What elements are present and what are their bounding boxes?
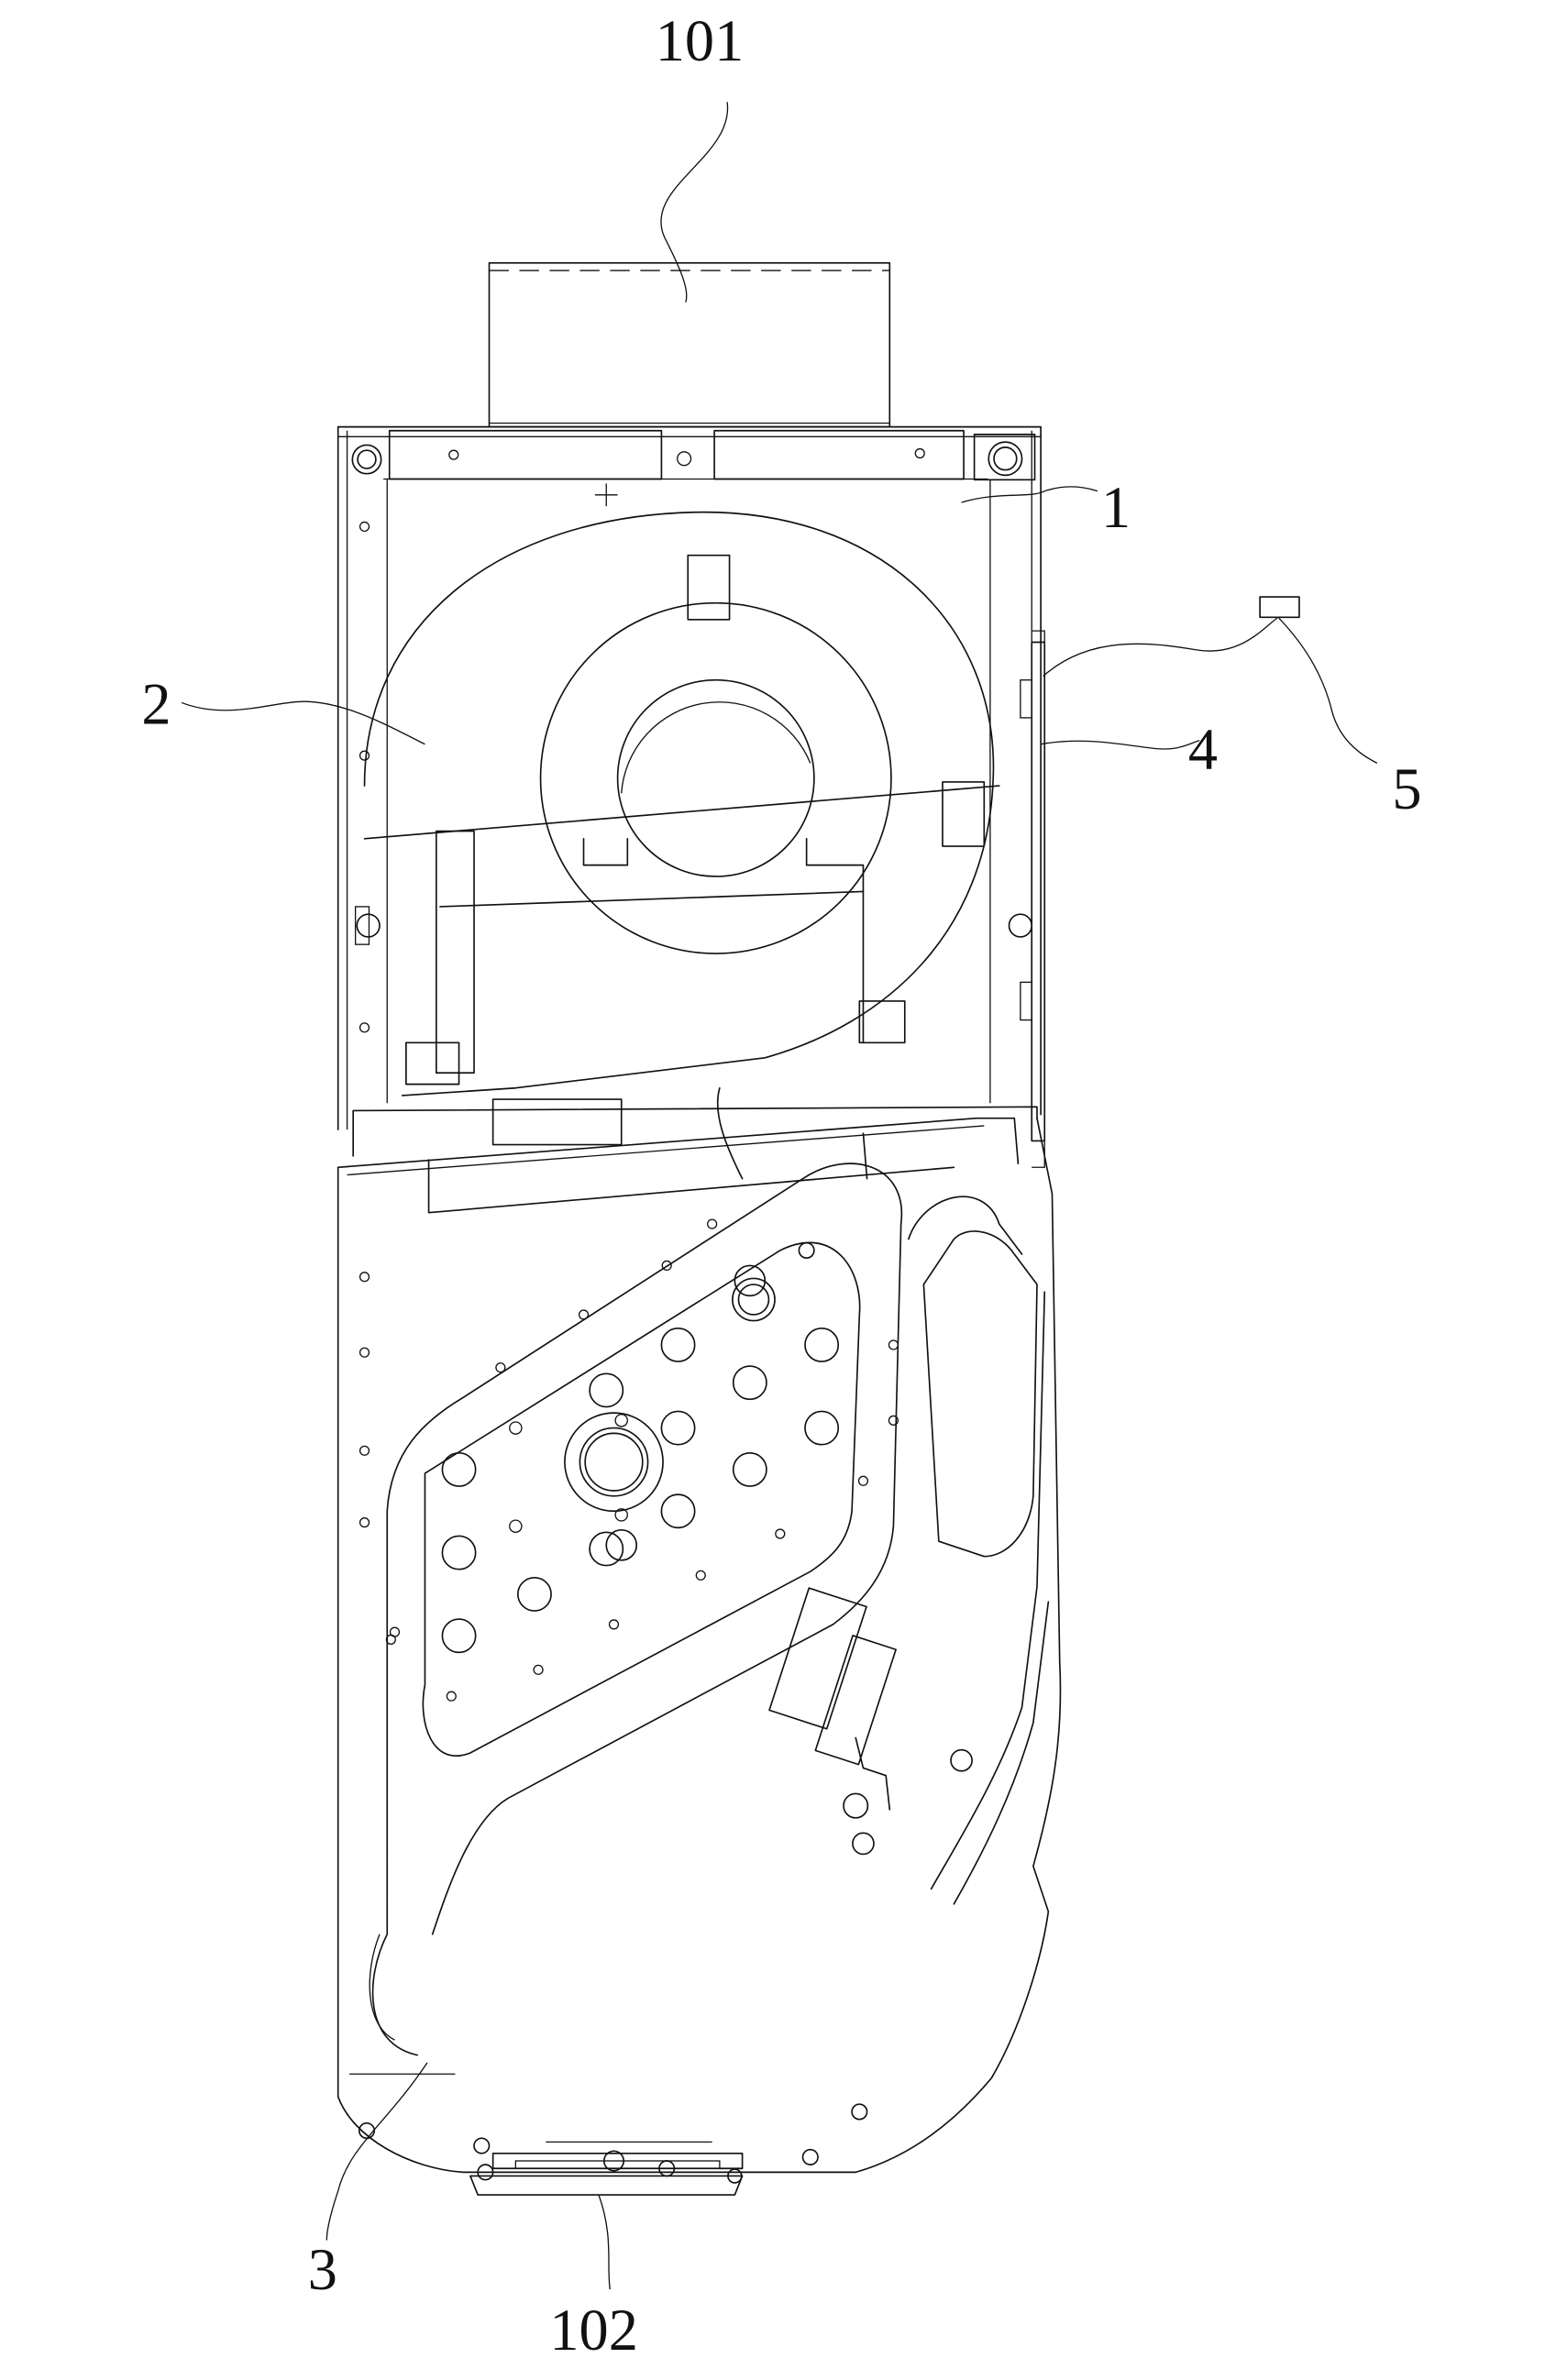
bottom-part-102: [469, 2175, 744, 2196]
label-1: 1: [1101, 475, 1131, 540]
leader-lines: [181, 102, 1378, 2290]
reference-labels: 101 1 2 4 5 3 102: [141, 8, 1421, 2363]
transition-plate: [337, 1086, 1038, 1214]
fan-wheel-2: [363, 511, 1000, 1146]
label-5: 5: [1392, 756, 1421, 821]
housing-frame-1: [337, 425, 1042, 1130]
label-4: 4: [1188, 717, 1218, 782]
label-3: 3: [308, 2237, 337, 2302]
side-rail-4: [1020, 630, 1046, 1168]
lower-assembly-3: [337, 1117, 1062, 2184]
label-102: 102: [549, 2297, 637, 2363]
label-101: 101: [656, 8, 744, 73]
label-2: 2: [141, 672, 171, 737]
sensor-5: [1259, 596, 1300, 619]
top-module-101: [488, 261, 891, 428]
